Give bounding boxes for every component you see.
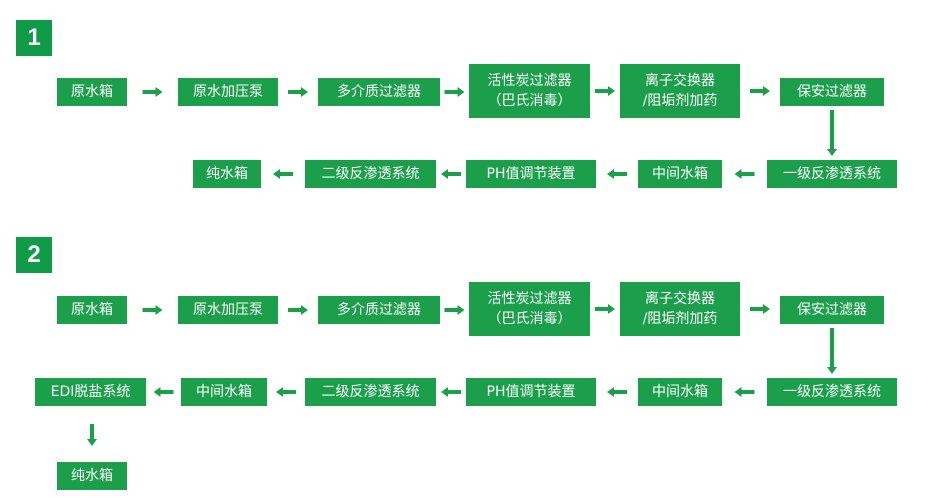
flow-1-step-4-label-line: （巴氏消毒） xyxy=(487,93,572,109)
flow-1-step-10: 二级反渗透系统 xyxy=(305,160,436,188)
flow-1-step-1: 原水箱 xyxy=(57,78,127,106)
flow-2-step-5: 离子交换器/阻垢剂加药 xyxy=(620,282,740,336)
flow-2-arrow-left-icon xyxy=(441,387,461,397)
flow-2-step-5-label-line: 离子交换器 xyxy=(645,291,715,307)
flow-1-arrow-right-icon xyxy=(142,87,163,97)
flow-1-arrow-right-icon xyxy=(750,86,770,96)
flow-2-arrow-right-icon xyxy=(444,305,465,315)
flow-2-step-9-label-line: PH值调节装置 xyxy=(486,384,576,400)
flow-2-badge: 2 xyxy=(16,237,52,273)
flow-1-step-5-label-line: /阻垢剂加药 xyxy=(642,93,718,109)
flow-2-arrow-right-icon xyxy=(142,305,163,315)
flow-2-step-5-label-line: /阻垢剂加药 xyxy=(642,311,718,327)
flow-2-step-11-label-line: 中间水箱 xyxy=(196,384,252,400)
flow-1-step-8-label-line: 中间水箱 xyxy=(652,166,708,182)
flow-1-step-7-label-line: 一级反渗透系统 xyxy=(783,166,881,182)
flow-1-arrow-left-icon xyxy=(441,169,461,179)
flow-2-arrow-right-icon xyxy=(288,305,308,315)
flow-1-step-3-label-line: 多介质过滤器 xyxy=(337,84,421,100)
flow-2-step-9: PH值调节装置 xyxy=(466,378,596,406)
flow-1-step-6-label-line: 保安过滤器 xyxy=(797,84,867,100)
flow-2-arrow-down-icon xyxy=(87,424,97,446)
flow-1-arrow-right-icon xyxy=(288,87,308,97)
flow-1-step-2: 原水加压泵 xyxy=(178,78,278,106)
flow-2-step-4: 活性炭过滤器 （巴氏消毒） xyxy=(469,282,590,336)
flow-2-step-4-label-line: 活性炭过滤器 xyxy=(487,291,572,307)
flow-2-step-8: 中间水箱 xyxy=(638,378,722,406)
flow-2-arrow-right-icon xyxy=(595,304,615,314)
flow-2-step-2-label-line: 原水加压泵 xyxy=(193,302,263,318)
flow-1-arrow-left-icon xyxy=(607,169,627,179)
flow-2-step-2: 原水加压泵 xyxy=(178,296,278,324)
flow-1-step-3: 多介质过滤器 xyxy=(318,78,440,106)
flow-1-step-7: 一级反渗透系统 xyxy=(767,160,897,188)
flow-1-arrow-left-icon xyxy=(734,169,755,179)
flow-1-arrow-left-icon xyxy=(273,169,293,179)
flow-2-step-final: 纯水箱 xyxy=(57,462,127,490)
flow-1-step-4: 活性炭过滤器 （巴氏消毒） xyxy=(469,64,590,118)
flow-1-badge: 1 xyxy=(16,20,52,56)
flow-2-arrow-left-icon xyxy=(153,387,174,397)
flow-1-step-6: 保安过滤器 xyxy=(780,78,884,106)
flow-2-step-1-label-line: 原水箱 xyxy=(71,302,113,318)
flow-2-step-3-label-line: 多介质过滤器 xyxy=(337,302,421,318)
flow-2-step-12-label-line: EDI脱盐系统 xyxy=(50,384,131,400)
flow-2-arrow-left-icon xyxy=(734,387,755,397)
flow-1-step-8: 中间水箱 xyxy=(638,160,722,188)
flow-2-step-final-label-line: 纯水箱 xyxy=(71,468,113,484)
flow-2-arrow-left-icon xyxy=(276,387,296,397)
flow-1-arrow-right-icon xyxy=(595,86,615,96)
flow-1-step-11-label-line: 纯水箱 xyxy=(206,166,248,182)
flow-2-step-7-label-line: 一级反渗透系统 xyxy=(783,384,881,400)
flow-2-step-3: 多介质过滤器 xyxy=(318,296,440,324)
flow-2-arrow-down-icon xyxy=(827,328,837,374)
flow-1-step-11: 纯水箱 xyxy=(193,160,261,188)
flow-2-step-6-label-line: 保安过滤器 xyxy=(797,302,867,318)
flow-1-step-4-label-line: 活性炭过滤器 xyxy=(487,73,572,89)
flow-2-step-7: 一级反渗透系统 xyxy=(767,378,897,406)
flow-2-step-12: EDI脱盐系统 xyxy=(35,378,146,406)
flow-1-step-1-label-line: 原水箱 xyxy=(71,84,113,100)
flow-1-step-5: 离子交换器/阻垢剂加药 xyxy=(620,64,740,118)
flow-1-step-2-label-line: 原水加压泵 xyxy=(193,84,263,100)
flow-2-step-8-label-line: 中间水箱 xyxy=(652,384,708,400)
flow-1-arrow-down-icon xyxy=(827,110,837,156)
flow-2-step-4-label-line: （巴氏消毒） xyxy=(487,311,572,327)
flow-1-step-9-label-line: PH值调节装置 xyxy=(486,166,576,182)
flow-2-step-10-label-line: 二级反渗透系统 xyxy=(321,384,420,400)
flow-1-step-9: PH值调节装置 xyxy=(466,160,596,188)
flow-2-arrow-left-icon xyxy=(607,387,627,397)
flow-1-arrow-right-icon xyxy=(444,87,465,97)
flow-2-step-1: 原水箱 xyxy=(57,296,127,324)
flow-1-step-10-label-line: 二级反渗透系统 xyxy=(321,166,420,182)
flow-2-step-11: 中间水箱 xyxy=(181,378,267,406)
flow-2-step-6: 保安过滤器 xyxy=(780,296,884,324)
flow-1-step-5-label-line: 离子交换器 xyxy=(645,73,715,89)
flow-2-step-10: 二级反渗透系统 xyxy=(305,378,436,406)
flow-2-arrow-right-icon xyxy=(750,304,770,314)
